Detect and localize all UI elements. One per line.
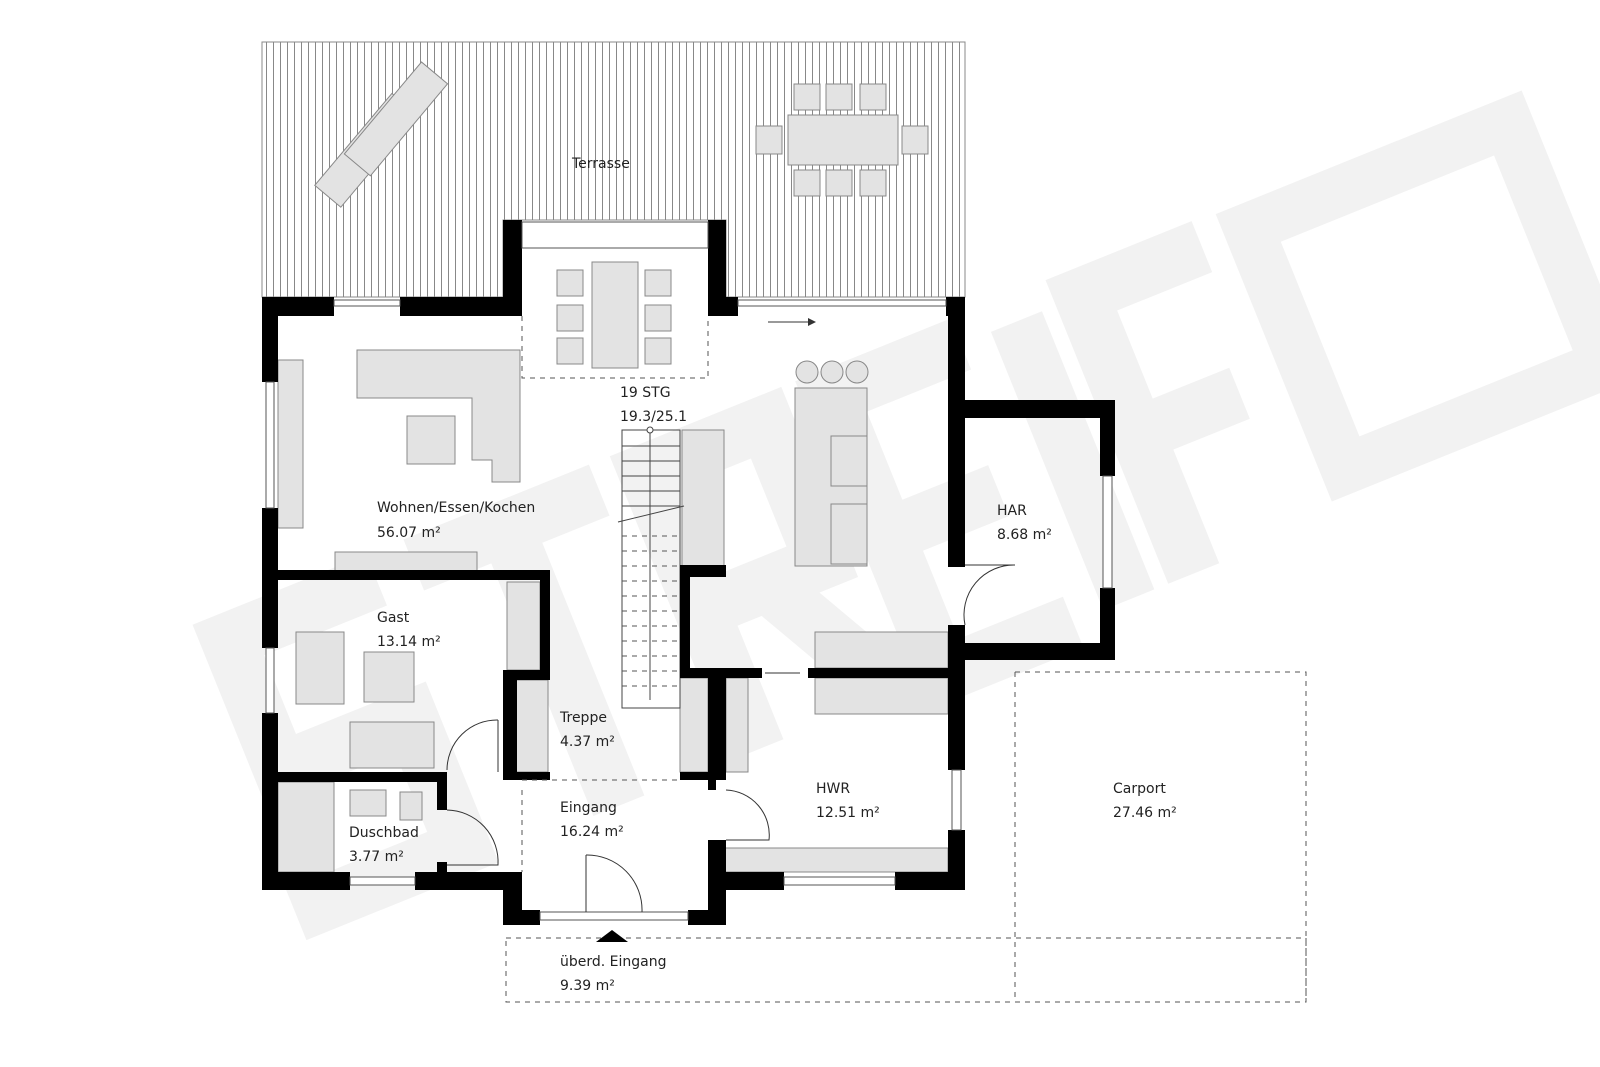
room-label-terrasse: Terrasse	[571, 156, 630, 172]
room-area-har: 8.68 m²	[997, 527, 1052, 543]
furniture	[277, 261, 949, 873]
room-label-wohnen: Wohnen/Essen/Kochen	[377, 500, 535, 516]
room-label-treppe: Treppe	[559, 710, 607, 726]
room-area-eingang: 16.24 m²	[560, 824, 624, 840]
covered-areas	[505, 316, 1307, 1003]
direction-arrow-icon	[808, 318, 816, 326]
outdoor-dining-set	[755, 83, 929, 197]
room-area-ueberd-eingang: 9.39 m²	[560, 978, 615, 994]
stair-steps-label: 19 STG	[620, 385, 671, 401]
room-area-duschbad: 3.77 m²	[349, 849, 404, 865]
room-label-duschbad: Duschbad	[349, 825, 419, 841]
room-label-gast: Gast	[377, 610, 410, 626]
sun-lounger-2	[343, 61, 449, 177]
room-label-hwr: HWR	[816, 781, 850, 797]
windows	[265, 221, 1113, 921]
room-label-eingang: Eingang	[560, 800, 617, 816]
walls	[262, 220, 1115, 925]
room-area-hwr: 12.51 m²	[816, 805, 880, 821]
stair-ratio-label: 19.3/25.1	[620, 409, 687, 425]
room-area-carport: 27.46 m²	[1113, 805, 1177, 821]
room-label-ueberd-eingang: überd. Eingang	[560, 954, 667, 970]
room-label-carport: Carport	[1113, 781, 1166, 797]
room-label-har: HAR	[997, 503, 1027, 519]
doors	[446, 564, 1016, 913]
room-area-wohnen: 56.07 m²	[377, 525, 441, 541]
room-area-treppe: 4.37 m²	[560, 734, 615, 750]
entrance-arrow-icon	[596, 930, 628, 942]
room-area-gast: 13.14 m²	[377, 634, 441, 650]
